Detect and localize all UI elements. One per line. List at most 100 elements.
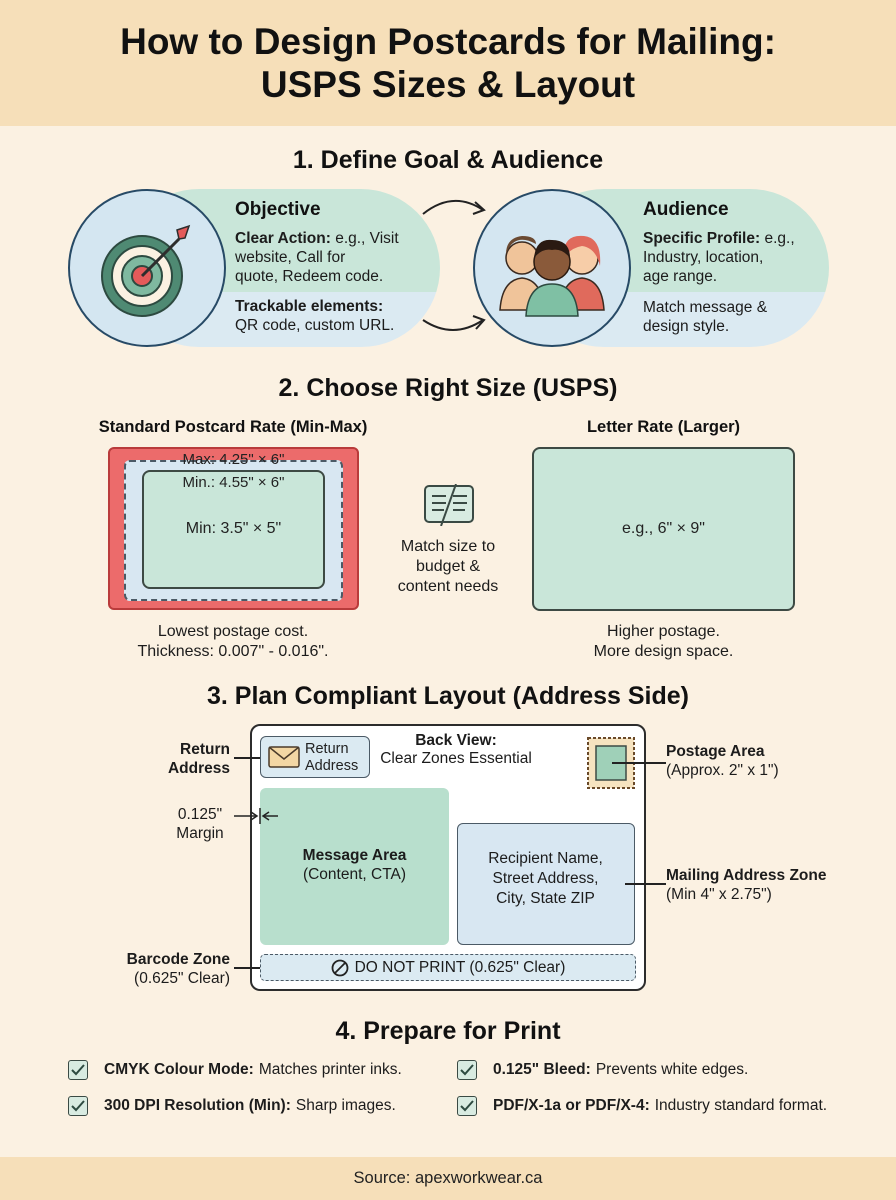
match-line2: design style. xyxy=(643,318,730,335)
cmyk-text: Matches printer inks. xyxy=(258,1061,402,1078)
middle-line1: Match size to xyxy=(400,538,496,555)
barcode-ann-line1: Barcode Zone xyxy=(126,951,230,968)
return-box-text: Return Address xyxy=(305,741,358,775)
profile-line1: e.g., xyxy=(760,230,795,247)
audience-profile: Specific Profile: e.g., Industry, locati… xyxy=(643,229,795,286)
checklist-item-cmyk: CMYK Colour Mode:Matches printer inks. xyxy=(68,1060,402,1080)
recipient-line2: Street Address, xyxy=(492,870,599,887)
margin-arrows xyxy=(234,808,278,824)
return-box-line1: Return xyxy=(305,741,349,757)
barcode-annotation: Barcode Zone (0.625" Clear) xyxy=(110,950,230,988)
bleed-label: 0.125" Bleed: xyxy=(493,1061,591,1078)
mid-size-text: Min.: 4.55" × 6" xyxy=(182,474,285,491)
message-heading: Message Area xyxy=(302,847,407,864)
standard-caption: Lowest postage cost. Thickness: 0.007" -… xyxy=(80,622,386,662)
title-line-1: How to Design Postcards for Mailing: xyxy=(120,21,776,62)
target-circle xyxy=(68,189,226,347)
objective-clear-action: Clear Action: e.g., Visit website, Call … xyxy=(235,229,399,286)
stamp-icon xyxy=(587,737,635,789)
size-compare-icon xyxy=(424,484,474,526)
section4-title: 4. Prepare for Print xyxy=(335,1017,561,1045)
profile-line2: Industry, location, xyxy=(643,249,764,266)
message-area-text: Message Area (Content, CTA) xyxy=(260,846,449,884)
postage-ann-line1: Postage Area xyxy=(666,743,765,760)
letter-rate-label: Letter Rate (Larger) xyxy=(586,418,741,436)
min-size-text: Min: 3.5" × 5" xyxy=(185,520,282,537)
mailing-ann-line2: (Min 4" x 2.75") xyxy=(666,886,772,903)
source-link[interactable]: Source: apexworkwear.ca xyxy=(353,1169,543,1187)
checklist-item-pdf: PDF/X-1a or PDF/X-4:Industry standard fo… xyxy=(457,1096,827,1116)
clear-action-line2: website, Call for xyxy=(235,249,346,266)
letter-caption-line1: Higher postage. xyxy=(607,623,720,640)
barcode-leader-line xyxy=(234,967,260,969)
margin-line1: 0.125" xyxy=(177,806,223,823)
postage-ann-line2: (Approx. 2" x 1") xyxy=(666,762,779,779)
margin-line2: Margin xyxy=(176,825,224,842)
barcode-clear-zone: DO NOT PRINT (0.625" Clear) xyxy=(260,954,636,981)
pdf-text: Industry standard format. xyxy=(654,1097,828,1114)
return-ann-line1: Return xyxy=(180,741,230,758)
clear-action-line1: e.g., Visit xyxy=(330,230,399,247)
standard-caption-line1: Lowest postage cost. xyxy=(157,623,309,640)
audience-match: Match message & design style. xyxy=(643,298,767,336)
barcode-zone-text: DO NOT PRINT (0.625" Clear) xyxy=(354,958,566,976)
clear-action-line3: quote, Redeem code. xyxy=(235,268,384,285)
profile-label: Specific Profile: xyxy=(643,230,761,247)
min-size-box xyxy=(142,470,325,589)
return-box-line2: Address xyxy=(305,758,359,774)
dpi-text: Sharp images. xyxy=(295,1097,396,1114)
profile-line3: age range. xyxy=(643,268,718,285)
mailing-leader-line xyxy=(625,883,666,885)
back-view-label: Back View: Clear Zones Essential xyxy=(370,732,542,768)
page-title: How to Design Postcards for Mailing: USP… xyxy=(120,20,776,106)
checkbox-icon xyxy=(68,1060,88,1080)
return-address-annotation: Return Address xyxy=(150,740,230,778)
checklist-item-bleed: 0.125" Bleed:Prevents white edges. xyxy=(457,1060,748,1080)
people-icon xyxy=(499,235,605,317)
audience-heading: Audience xyxy=(643,199,729,220)
cmyk-label: CMYK Colour Mode: xyxy=(104,1061,254,1078)
target-icon xyxy=(101,224,191,317)
middle-line3: content needs xyxy=(397,578,499,595)
letter-size-text: e.g., 6" × 9" xyxy=(622,520,705,537)
section1-title: 1. Define Goal & Audience xyxy=(292,146,604,174)
bleed-text: Prevents white edges. xyxy=(595,1061,749,1078)
match-line1: Match message & xyxy=(643,299,768,316)
dpi-label: 300 DPI Resolution (Min): xyxy=(104,1097,291,1114)
max-size-text: Max: 4.25" × 6" xyxy=(182,451,285,468)
recipient-address-box: Recipient Name, Street Address, City, St… xyxy=(457,823,635,945)
recipient-line3: City, State ZIP xyxy=(496,890,595,907)
mailing-ann-line1: Mailing Address Zone xyxy=(666,867,827,884)
flow-arrows xyxy=(422,199,486,331)
checkbox-icon xyxy=(457,1096,477,1116)
no-print-icon xyxy=(331,959,348,976)
postage-leader-line xyxy=(612,762,666,764)
envelope-icon xyxy=(268,746,300,768)
return-address-box: Return Address xyxy=(260,736,370,778)
back-view-subtitle: Clear Zones Essential xyxy=(380,750,532,767)
footer: Source: apexworkwear.ca xyxy=(0,1157,896,1200)
checkbox-icon xyxy=(68,1096,88,1116)
mailing-annotation: Mailing Address Zone (Min 4" x 2.75") xyxy=(666,866,826,904)
pdf-label: PDF/X-1a or PDF/X-4: xyxy=(493,1097,650,1114)
postage-annotation: Postage Area (Approx. 2" x 1") xyxy=(666,742,779,780)
recipient-text: Recipient Name, Street Address, City, St… xyxy=(458,849,633,909)
middle-caption: Match size to budget & content needs xyxy=(380,537,516,597)
back-view-heading: Back View: xyxy=(415,732,497,749)
objective-trackable: Trackable elements: QR code, custom URL. xyxy=(235,297,394,335)
message-area: Message Area (Content, CTA) xyxy=(260,788,449,945)
message-subtitle: (Content, CTA) xyxy=(302,866,407,883)
return-leader-line xyxy=(234,757,260,759)
checkbox-icon xyxy=(457,1060,477,1080)
trackable-text: QR code, custom URL. xyxy=(235,317,395,334)
checklist-item-dpi: 300 DPI Resolution (Min):Sharp images. xyxy=(68,1096,396,1116)
clear-action-label: Clear Action: xyxy=(235,230,331,247)
standard-rate-label: Standard Postcard Rate (Min-Max) xyxy=(98,418,368,436)
objective-heading: Objective xyxy=(235,199,321,220)
section3-title: 3. Plan Compliant Layout (Address Side) xyxy=(206,682,690,710)
section2-title: 2. Choose Right Size (USPS) xyxy=(278,374,618,402)
standard-caption-line2: Thickness: 0.007" - 0.016". xyxy=(137,643,329,660)
header-banner: How to Design Postcards for Mailing: USP… xyxy=(0,0,896,126)
middle-line2: budget & xyxy=(415,558,481,575)
recipient-line1: Recipient Name, xyxy=(488,850,603,867)
